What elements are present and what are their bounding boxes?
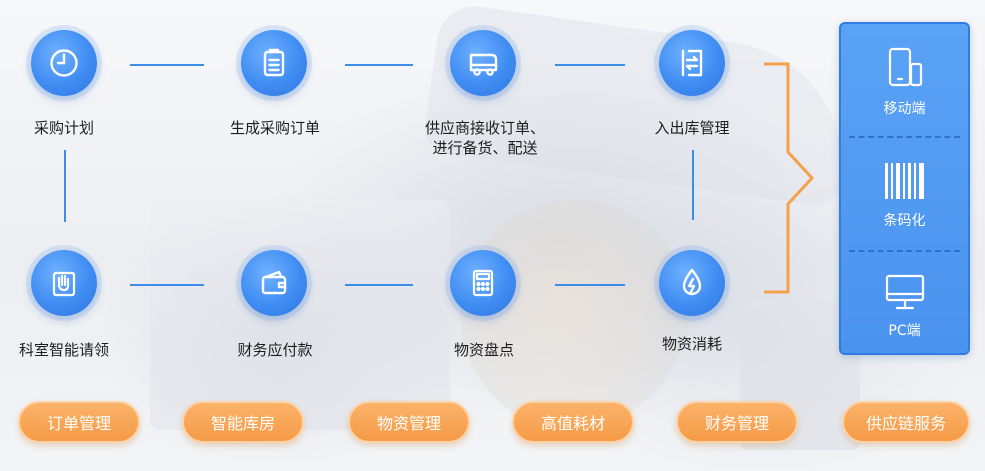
- connector-plan-order: [130, 64, 204, 66]
- pill-high-value-consumables[interactable]: 高值耗材: [512, 401, 634, 443]
- panel-divider-1: [849, 136, 960, 138]
- background-globe: [460, 200, 690, 430]
- mobile-phone-icon: [888, 47, 922, 87]
- connector-plan-request: [64, 150, 66, 222]
- orange-bracket: [764, 62, 815, 294]
- connector-warehouse-consume: [692, 150, 694, 220]
- calculator-icon: [472, 269, 494, 297]
- node-inventory[interactable]: [450, 250, 516, 316]
- node-consume[interactable]: [659, 250, 725, 316]
- panel-item-barcode-label: 条码化: [883, 213, 926, 229]
- node-supplier-label: 供应商接收订单、 进行备货、配送: [412, 118, 558, 158]
- barcode-icon: [884, 163, 924, 199]
- wallet-icon: [261, 270, 287, 295]
- clock-icon: [50, 49, 78, 77]
- panel-item-mobile-label: 移动端: [883, 101, 926, 117]
- panel-divider-2: [849, 250, 960, 252]
- panel-item-mobile[interactable]: 移动端: [841, 46, 968, 118]
- node-order[interactable]: [241, 30, 307, 96]
- node-warehouse[interactable]: [659, 30, 725, 96]
- node-warehouse-label: 入出库管理: [654, 119, 730, 137]
- connector-order-supplier: [345, 64, 413, 66]
- panel-item-pc[interactable]: PC端: [841, 272, 968, 340]
- node-inventory-label: 物资盘点: [453, 341, 514, 359]
- connector-inventory-consume: [555, 284, 625, 286]
- truck-icon: [469, 53, 498, 76]
- node-finance-label: 财务应付款: [237, 341, 313, 359]
- node-request[interactable]: [31, 250, 97, 316]
- connector-request-finance: [130, 284, 204, 286]
- node-request-label: 科室智能请领: [18, 341, 109, 359]
- panel-item-barcode[interactable]: 条码化: [841, 160, 968, 230]
- platform-panel: 移动端 条码化 PC端: [839, 22, 970, 355]
- door-exchange-icon: [681, 49, 703, 77]
- pill-smart-warehouse[interactable]: 智能库房: [182, 401, 304, 443]
- connector-supplier-warehouse: [555, 64, 625, 66]
- node-supplier-label-line1: 供应商接收订单、: [424, 119, 545, 137]
- flame-icon: [682, 268, 702, 296]
- monitor-icon: [885, 274, 924, 310]
- clipboard-icon: [263, 48, 285, 77]
- node-supplier[interactable]: [450, 30, 516, 96]
- node-supplier-label-line2: 进行备货、配送: [432, 139, 538, 157]
- pill-order-management[interactable]: 订单管理: [18, 401, 140, 443]
- node-plan[interactable]: [31, 30, 97, 96]
- node-order-label: 生成采购订单: [229, 119, 320, 137]
- node-finance[interactable]: [241, 250, 307, 316]
- pill-material-management[interactable]: 物资管理: [348, 401, 470, 443]
- background-truck: [150, 200, 450, 430]
- panel-item-pc-label: PC端: [888, 323, 921, 339]
- node-consume-label: 物资消耗: [661, 335, 722, 353]
- node-plan-label: 采购计划: [33, 119, 94, 137]
- pill-finance-management[interactable]: 财务管理: [676, 401, 798, 443]
- connector-finance-inventory: [345, 284, 413, 286]
- pill-supply-chain-service[interactable]: 供应链服务: [842, 401, 970, 443]
- hand-card-icon: [52, 271, 76, 297]
